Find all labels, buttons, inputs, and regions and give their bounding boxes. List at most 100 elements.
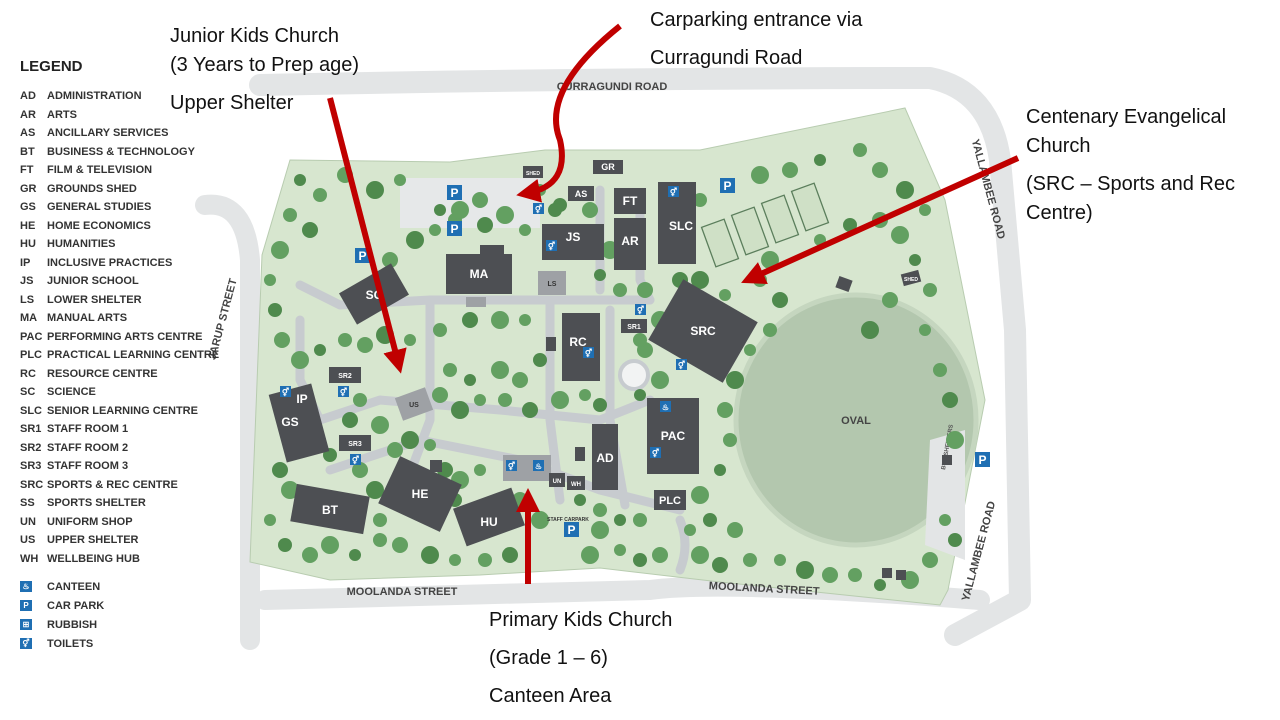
- building-BT[interactable]: [290, 483, 370, 535]
- tree: [939, 514, 951, 526]
- building-shed-right[interactable]: [900, 269, 922, 287]
- legend-symbol-row: ⊞RUBBISH: [20, 615, 220, 634]
- legend-label: MANUAL ARTS: [47, 312, 128, 324]
- tree: [727, 522, 743, 538]
- building-HE[interactable]: [378, 456, 462, 532]
- legend-item-ip: IP INCLUSIVE PRACTICES: [20, 254, 220, 273]
- tree: [922, 552, 938, 568]
- tree: [474, 464, 486, 476]
- legend-code: IP: [20, 256, 31, 269]
- tree: [872, 162, 888, 178]
- tennis-courts: [700, 182, 830, 268]
- tree: [946, 431, 964, 449]
- building-AR[interactable]: [614, 218, 646, 270]
- legend-symbol-row: ⚥TOILETS: [20, 634, 220, 653]
- tree: [373, 533, 387, 547]
- canteen-icon-glyph: ♨: [535, 462, 542, 471]
- legend-item-plc: PLC PRACTICAL LEARNING CENTRE: [20, 346, 220, 365]
- legend-label: PRACTICAL LEARNING CENTRE: [47, 349, 220, 361]
- canteen-icon-glyph: ♨: [662, 403, 669, 412]
- callout-parking-line2: Curragundi Road: [650, 47, 803, 69]
- tree: [633, 513, 647, 527]
- legend-symbol-label: RUBBISH: [47, 618, 98, 631]
- building-SC[interactable]: [339, 263, 409, 325]
- building-SR3[interactable]: [339, 435, 371, 451]
- callout-carparking-entrance: Carparking entrance via Curragundi Road: [650, 6, 862, 73]
- legend-code: GR: [20, 182, 37, 195]
- label-shed-right: SHED: [904, 277, 918, 283]
- car-park-icon: [447, 221, 462, 236]
- legend-code: PLC: [20, 349, 42, 361]
- legend-code: SR1: [20, 423, 42, 435]
- staff-carpark-label: STAFF CARPARK: [547, 517, 589, 523]
- tree: [579, 389, 591, 401]
- building-US[interactable]: [394, 387, 434, 421]
- building-PLC[interactable]: [654, 490, 686, 510]
- building-small-4: [466, 297, 486, 307]
- building-LS[interactable]: [538, 271, 566, 295]
- toilets-icon: [546, 240, 557, 251]
- tree: [268, 303, 282, 317]
- building-WH[interactable]: [567, 476, 585, 490]
- building-FT[interactable]: [614, 188, 646, 214]
- tree: [614, 514, 626, 526]
- callout-primary-line1: Primary Kids Church: [489, 609, 673, 631]
- tree: [432, 387, 448, 403]
- tree: [591, 521, 609, 539]
- tree: [474, 394, 486, 406]
- tree: [614, 544, 626, 556]
- legend-code: FT: [20, 164, 34, 176]
- building-PAC[interactable]: [647, 398, 699, 474]
- legend-code: WH: [20, 552, 39, 565]
- label-SR1: SR1: [627, 324, 641, 331]
- building-UN[interactable]: [549, 473, 565, 487]
- building-shed-top[interactable]: [523, 166, 543, 178]
- building-SRC[interactable]: [648, 279, 758, 383]
- toilets-icon-glyph: ⚥: [585, 348, 592, 358]
- tree: [574, 494, 586, 506]
- car-park-icon: [564, 522, 579, 537]
- legend-title: LEGEND: [20, 58, 83, 75]
- building-MA[interactable]: [446, 254, 512, 294]
- building-AD[interactable]: [592, 424, 618, 490]
- legend-code: HU: [20, 238, 36, 250]
- toilets-icon: [338, 386, 349, 397]
- building-IP[interactable]: [268, 383, 330, 463]
- label-GS: GS: [281, 415, 298, 429]
- building-SR1[interactable]: [621, 319, 647, 333]
- building-HU[interactable]: [453, 487, 525, 547]
- tree: [342, 412, 358, 428]
- top-carpark-area: [400, 178, 540, 228]
- legend-label: LOWER SHELTER: [47, 293, 142, 306]
- toilets-icon: [280, 386, 291, 397]
- tree: [449, 554, 461, 566]
- tree: [434, 204, 446, 216]
- car-park-icon: [447, 185, 462, 200]
- building-GR[interactable]: [593, 160, 623, 174]
- callout-primary-line3: Canteen Area: [489, 685, 612, 707]
- tree: [533, 353, 547, 367]
- building-SR2[interactable]: [329, 367, 361, 383]
- tree: [874, 579, 886, 591]
- label-IP: IP: [296, 392, 307, 406]
- label-AR: AR: [621, 234, 639, 248]
- tree: [853, 143, 867, 157]
- tree: [726, 371, 744, 389]
- legend-label: ARTS: [47, 108, 77, 121]
- legend-label: ADMINISTRATION: [47, 90, 142, 102]
- legend-label: HUMANITIES: [47, 238, 116, 250]
- building-small-2: [546, 337, 556, 351]
- legend-label: INCLUSIVE PRACTICES: [47, 256, 173, 269]
- building-AS[interactable]: [568, 186, 594, 201]
